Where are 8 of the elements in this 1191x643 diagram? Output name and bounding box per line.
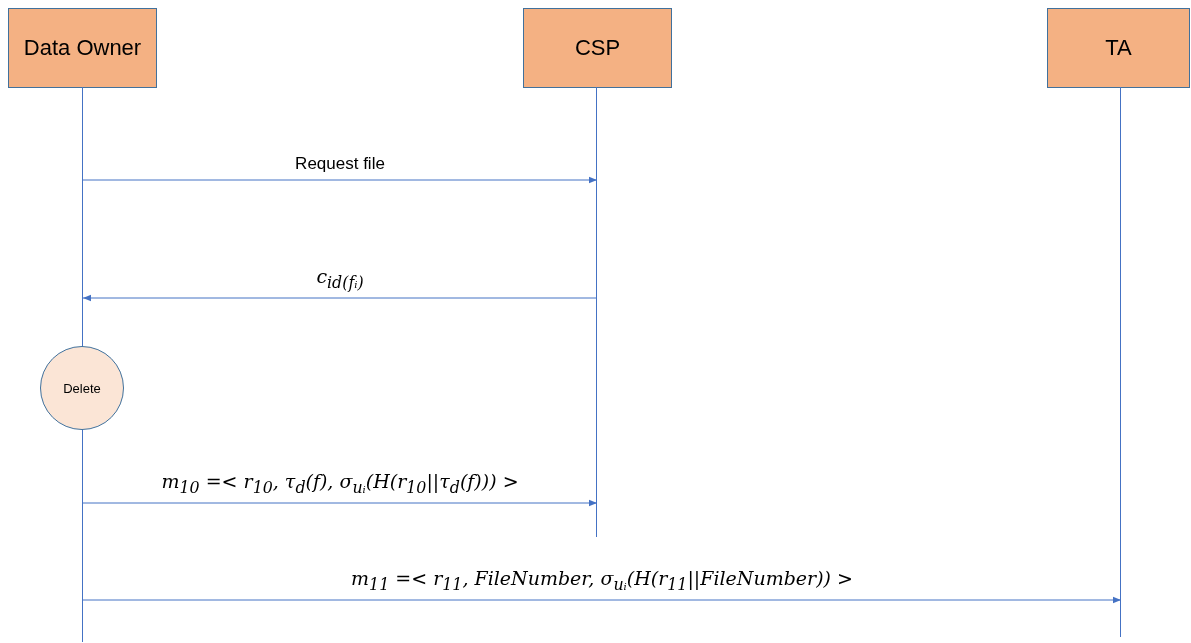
message-arrow — [82, 294, 598, 302]
participant-name: CSP — [574, 35, 621, 61]
message-arrow — [82, 499, 598, 507]
message-arrow — [82, 596, 1122, 604]
message-arrow — [82, 176, 598, 184]
participant-name: Data Owner — [23, 35, 142, 61]
participant-name: TA — [1105, 35, 1132, 61]
action-label: Delete — [63, 380, 101, 396]
